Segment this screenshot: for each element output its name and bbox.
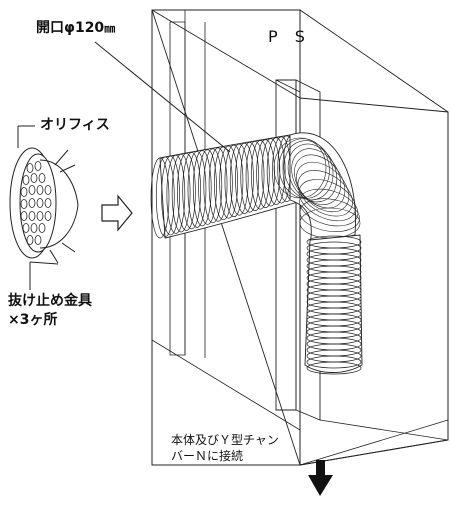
retainer-leader-line bbox=[29, 261, 59, 265]
connect-label-line2: バーＮに接続 bbox=[171, 449, 244, 463]
ps-shaft-box bbox=[151, 9, 449, 466]
hollow-right-arrow-icon bbox=[101, 194, 133, 232]
opening-leader-line bbox=[94, 41, 231, 153]
opening-size-label: 開口φ120㎜ bbox=[36, 20, 116, 36]
orifice-part bbox=[9, 147, 79, 264]
down-arrow-icon bbox=[308, 460, 333, 496]
retainer-label-line1: 抜け止め金具 bbox=[8, 293, 92, 309]
connect-label-line1: 本体及びＹ型チャン bbox=[171, 433, 279, 447]
ps-label: P S bbox=[268, 27, 311, 46]
flexible-duct bbox=[150, 132, 363, 375]
orifice-label: オリフィス bbox=[40, 117, 110, 133]
retainer-label-line2: ×3ヶ所 bbox=[8, 312, 58, 328]
